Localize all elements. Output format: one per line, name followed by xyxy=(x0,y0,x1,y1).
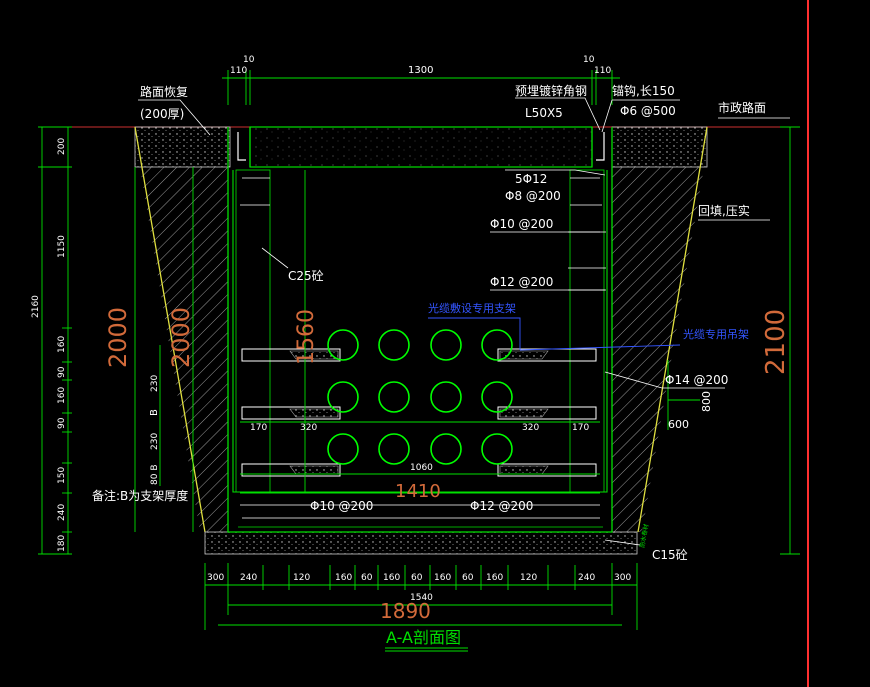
dim-big-2100: 2100 xyxy=(761,309,791,375)
trench-outer-wall xyxy=(227,127,613,533)
dim-small-b: B xyxy=(149,409,160,416)
dim-inner-1410: 1410 xyxy=(395,481,441,502)
leader-lines xyxy=(138,97,790,546)
trench-wall-right-core xyxy=(569,169,605,493)
dim-big-1560: 1560 xyxy=(294,309,319,365)
dim-row-170-right: 170 xyxy=(572,423,589,433)
dim-left-180: 180 xyxy=(57,535,67,552)
dim-bottom-300-l: 300 xyxy=(207,573,224,583)
cable-pipes xyxy=(327,329,513,465)
dim-left-90a: 90 xyxy=(57,366,67,378)
dim-left-2160: 2160 xyxy=(31,295,41,318)
dim-top-1300: 1300 xyxy=(408,65,433,76)
angle-steel-right xyxy=(596,132,605,161)
road-surface-right xyxy=(611,126,708,168)
dim-left-150: 150 xyxy=(57,467,67,484)
label-cable-hanger: 光缆专用吊架 xyxy=(683,327,749,341)
dim-big-2000-a: 2000 xyxy=(104,307,132,368)
dim-side-800: 800 xyxy=(700,391,713,412)
label-thickness: (200厚) xyxy=(140,107,184,121)
label-rebar-top: 5Φ12 xyxy=(515,172,547,186)
dim-bottom-160-c: 160 xyxy=(434,573,451,583)
drawing-title: A-A剖面图 xyxy=(386,628,461,647)
blue-leaders xyxy=(428,317,681,351)
label-angle-size: L50X5 xyxy=(525,106,563,120)
dim-left-200: 200 xyxy=(57,138,67,155)
dim-bottom-120-l: 120 xyxy=(293,573,310,583)
dim-small-230a: 230 xyxy=(150,375,160,392)
dim-top-10-left: 10 xyxy=(243,55,255,65)
road-surface-left xyxy=(134,126,231,168)
cover-slab xyxy=(249,126,593,168)
label-note: 备注:B为支架厚度 xyxy=(92,488,188,503)
label-rebar-top2: Φ8 @200 xyxy=(505,189,561,203)
slope-right xyxy=(637,126,708,533)
dim-bottom-60-c: 60 xyxy=(462,573,474,583)
backfill-left xyxy=(140,167,228,532)
dim-small-230b: 230 xyxy=(150,433,160,450)
dim-row-320-right: 320 xyxy=(522,423,539,433)
dim-top-110-left: 110 xyxy=(230,66,247,76)
label-rebar-wall1: Φ10 @200 xyxy=(490,217,553,231)
dim-inner-1060: 1060 xyxy=(410,463,433,473)
label-rebar-side: Φ14 @200 xyxy=(665,373,728,387)
dim-small-80b: 80 B xyxy=(150,465,160,486)
dim-row-170-left: 170 xyxy=(250,423,267,433)
dim-bottom-160-a: 160 xyxy=(335,573,352,583)
dim-bottom-120-r: 120 xyxy=(520,573,537,583)
label-anchor: 锚钩,长150 xyxy=(612,83,675,98)
backfill-right xyxy=(612,167,704,532)
angle-steel-left xyxy=(237,132,246,161)
dim-left-160a: 160 xyxy=(57,336,67,353)
cable-supports xyxy=(241,348,597,477)
dim-left-1150: 1150 xyxy=(57,235,67,258)
dim-big-2000-b: 2000 xyxy=(167,307,195,368)
label-base-concrete: C15砼 xyxy=(652,548,688,562)
dim-bottom-60-b: 60 xyxy=(411,573,423,583)
dim-bottom-1890: 1890 xyxy=(380,599,431,623)
label-embedded-angle: 预埋镀锌角钢 xyxy=(515,84,587,98)
dim-left-160b: 160 xyxy=(57,387,67,404)
dim-bottom-60-a: 60 xyxy=(361,573,373,583)
dim-left-90b: 90 xyxy=(57,417,67,429)
dim-bottom-240-l: 240 xyxy=(240,573,257,583)
dim-bottom-160-b: 160 xyxy=(383,573,400,583)
label-city-road: 市政路面 xyxy=(718,100,766,115)
label-concrete-grade: C25砼 xyxy=(288,269,324,283)
dim-row-320-left: 320 xyxy=(300,423,317,433)
dim-left-240: 240 xyxy=(57,504,67,521)
label-rebar-bottom1: Φ10 @200 xyxy=(310,499,373,513)
base-concrete xyxy=(204,531,638,555)
support-hatch xyxy=(289,350,549,475)
dim-bottom-1540: 1540 xyxy=(410,593,433,603)
label-support-frame: 光缆敷设专用支架 xyxy=(428,301,516,315)
dim-side-600: 600 xyxy=(668,418,689,431)
dimension-lines xyxy=(38,70,800,652)
dim-bottom-300-r: 300 xyxy=(614,573,631,583)
label-anchor-spec: Φ6 @500 xyxy=(620,104,676,118)
trench-wall-left-core xyxy=(235,169,271,493)
label-rebar-wall2: Φ12 @200 xyxy=(490,275,553,289)
label-rebar-bottom2: Φ12 @200 xyxy=(470,499,533,513)
dim-top-110-right: 110 xyxy=(594,66,611,76)
label-backfill: 回填,压实 xyxy=(698,203,750,218)
dim-bottom-160-d: 160 xyxy=(486,573,503,583)
label-road-restore: 路面恢复 xyxy=(140,84,188,99)
dim-top-10-right: 10 xyxy=(583,55,595,65)
dim-bottom-240-r: 240 xyxy=(578,573,595,583)
